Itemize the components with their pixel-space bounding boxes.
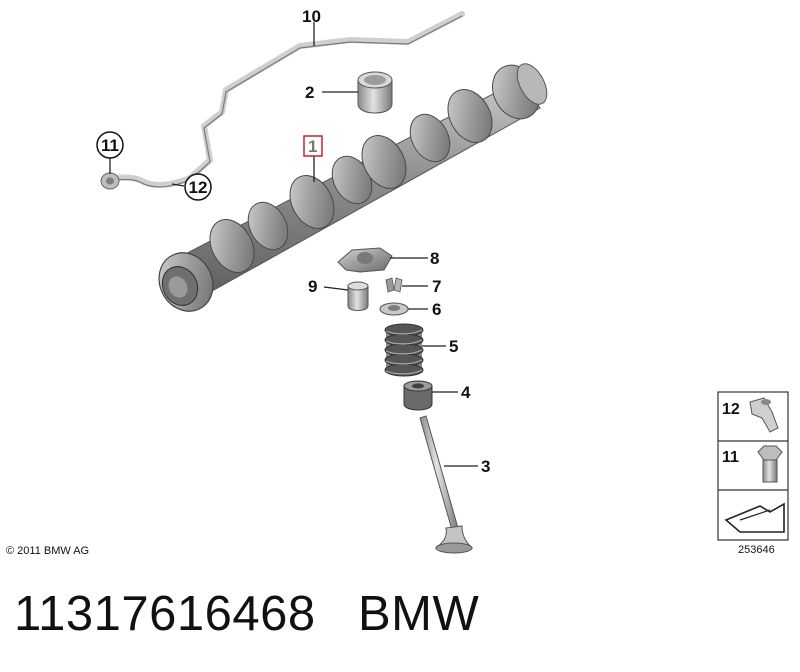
callout-2: 2 <box>305 83 314 102</box>
lash-adjuster <box>347 281 369 311</box>
roller-rocker-arm <box>337 247 393 273</box>
highlight-box <box>303 135 323 157</box>
diagram-arrow-icon <box>724 502 785 533</box>
callout-11: 11 <box>101 136 119 155</box>
callout-8: 8 <box>430 249 439 268</box>
spring-retainer <box>379 302 409 316</box>
callout-12: 12 <box>189 178 208 197</box>
callout-7: 7 <box>432 277 441 296</box>
callout-6: 6 <box>432 300 441 319</box>
leader-lines <box>109 22 478 467</box>
callout-1: 1 <box>308 137 317 156</box>
valve-spring <box>384 323 424 377</box>
diagram-number: 253646 <box>738 544 775 556</box>
legend-item-11: 11 <box>722 449 739 466</box>
callout-11-circle <box>96 131 124 159</box>
hex-bolt-icon <box>757 445 783 483</box>
intake-valve <box>419 415 474 554</box>
callout-5: 5 <box>449 337 458 356</box>
clamp-bracket-icon <box>749 397 779 433</box>
part-number: 11317616468 <box>14 587 316 641</box>
part-number-caption: 11317616468 BMW <box>14 586 479 642</box>
callout-3: 3 <box>481 457 490 476</box>
valve-stem-seal <box>403 380 433 411</box>
copyright: © 2011 BMW AG <box>6 545 89 557</box>
oil-spray-tube <box>100 11 465 190</box>
callout-12-circle <box>184 173 212 201</box>
brand-name: BMW <box>357 587 480 641</box>
callout-4: 4 <box>461 383 471 402</box>
camshaft <box>158 63 548 312</box>
side-legend-panel: 12 11 <box>717 391 789 541</box>
legend-item-12: 12 <box>722 401 740 418</box>
bearing-shell <box>357 71 393 114</box>
valve-collets <box>385 277 403 293</box>
callout-9: 9 <box>308 277 317 296</box>
callout-10: 10 <box>302 7 321 26</box>
